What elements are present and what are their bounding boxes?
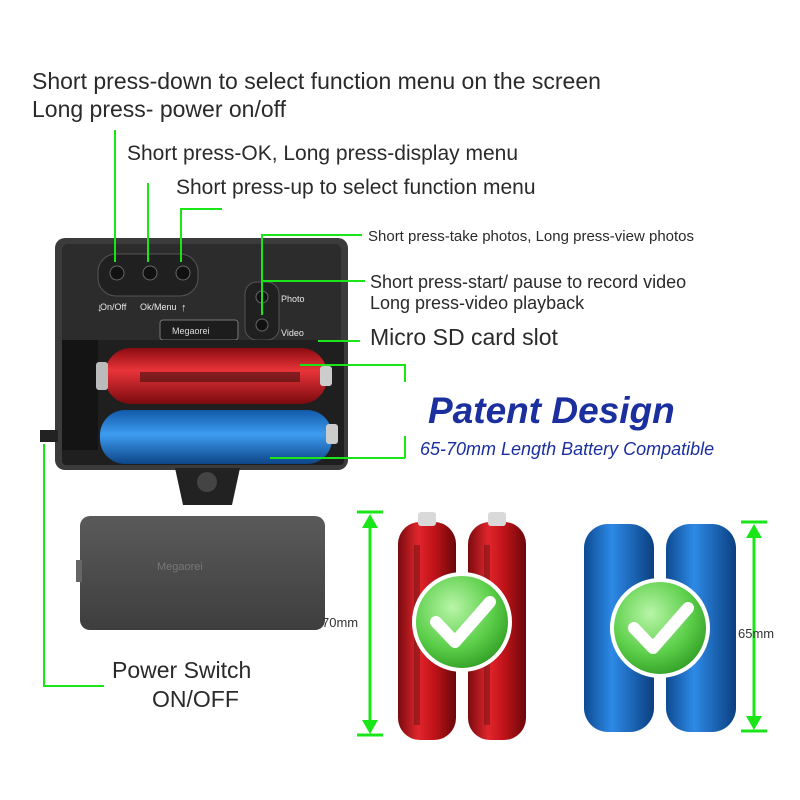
length-arrow-65 — [741, 520, 767, 733]
headline-subtitle: 65-70mm Length Battery Compatible — [420, 439, 715, 459]
device-brand-label: Megaorei — [172, 326, 210, 336]
up-arrow-icon: ↑ — [181, 302, 187, 314]
ok-button-annotation: Short press-OK, Long press-display menu — [127, 142, 519, 165]
okmenu-button-label: Ok/Menu — [140, 302, 177, 312]
lid-brand-label: Megaorei — [157, 561, 203, 573]
video-long-annotation: Long press-video playback — [370, 293, 585, 313]
device-red-battery — [96, 348, 332, 404]
video-short-annotation: Short press-start/ pause to record video — [370, 272, 687, 292]
check-icon — [412, 572, 512, 672]
down-button-annotation: Short press-down to select function menu… — [32, 68, 601, 94]
video-button-label: Video — [281, 328, 304, 338]
length-arrow-70 — [357, 510, 383, 737]
power-annotation: Long press- power on/off — [32, 96, 287, 122]
onoff-button-label: On/Off — [100, 302, 127, 312]
guide-lines — [43, 130, 406, 687]
blue-battery-length: 65mm — [738, 626, 774, 641]
power-switch-state-label: ON/OFF — [152, 686, 239, 712]
battery-lid: Megaorei — [76, 516, 325, 630]
red-battery-length: 70mm — [322, 615, 358, 630]
power-switch-label: Power Switch — [112, 657, 252, 683]
photo-button-annotation: Short press-take photos, Long press-view… — [368, 228, 695, 245]
check-icon — [610, 578, 710, 678]
sd-slot-annotation: Micro SD card slot — [370, 324, 558, 350]
photo-button-label: Photo — [281, 294, 305, 304]
device-blue-battery — [100, 410, 338, 464]
down-arrow-icon: ↓ — [97, 302, 103, 314]
up-button-annotation: Short press-up to select function menu — [176, 176, 536, 199]
headline-title: Patent Design — [428, 390, 675, 431]
